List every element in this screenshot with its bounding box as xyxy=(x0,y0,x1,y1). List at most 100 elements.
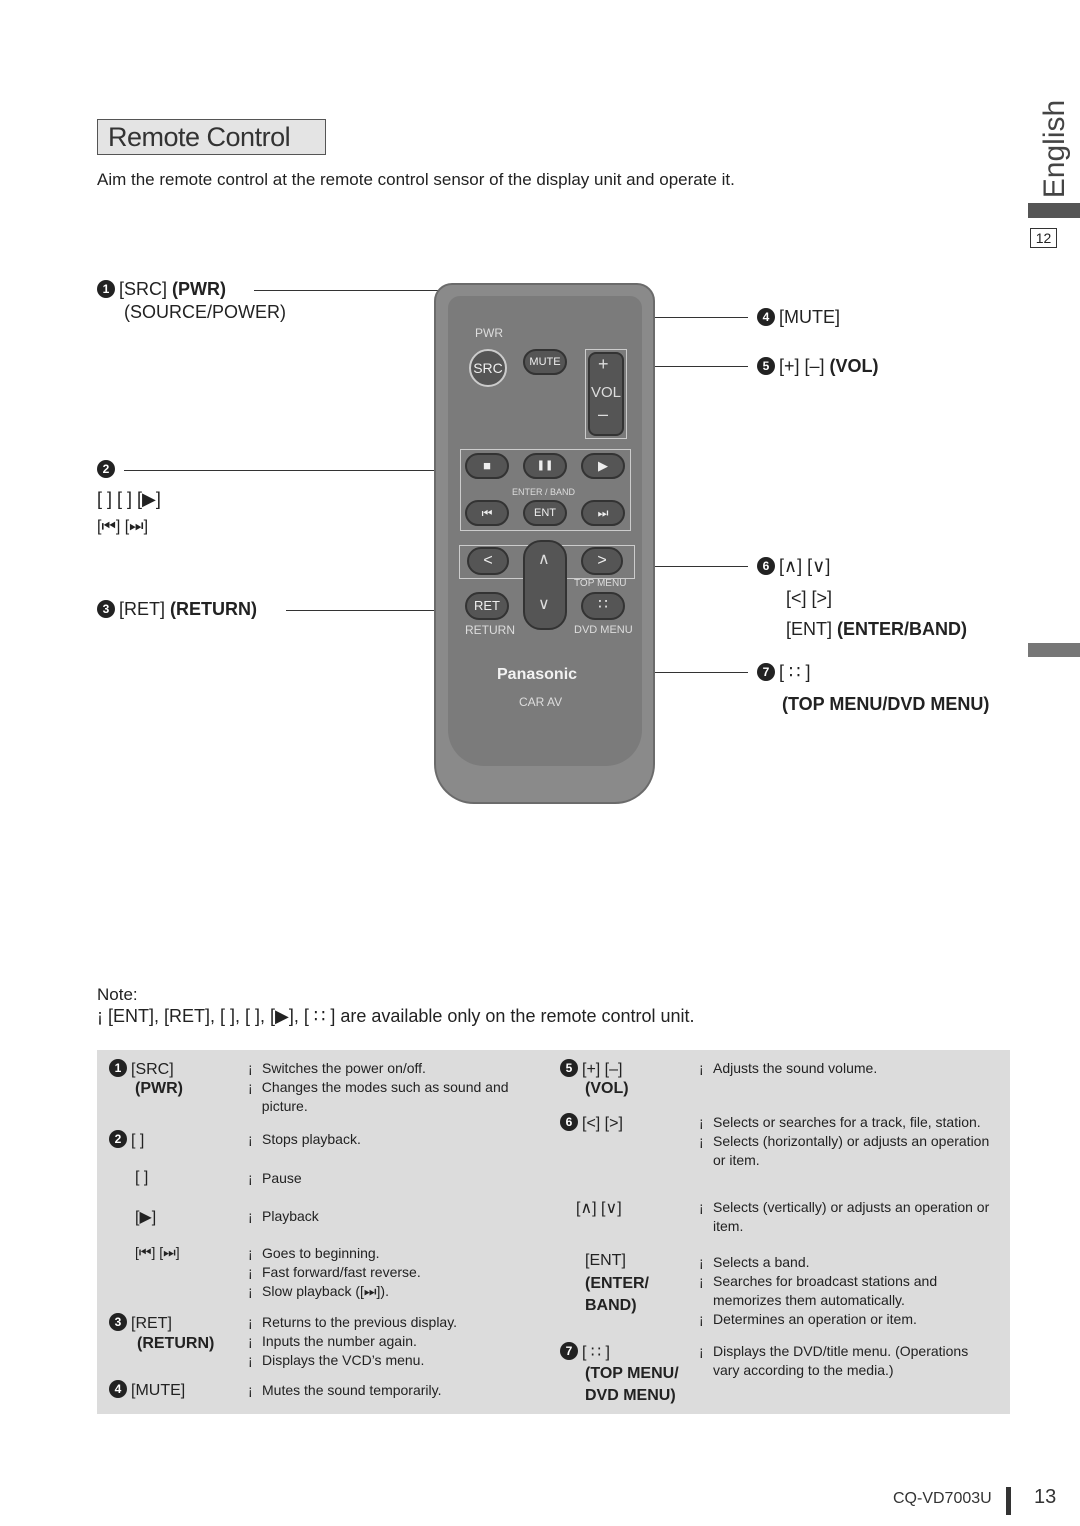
row-10-key: [∧] [∨] xyxy=(576,1200,622,1217)
bullet: ¡ xyxy=(699,1311,704,1327)
bullet: ¡ xyxy=(248,1060,253,1076)
row-9-desc: ¡ Selects or searches for a track, file, … xyxy=(699,1113,999,1170)
play-button[interactable]: ▶ xyxy=(581,453,625,479)
callout-6-key: [ENT] xyxy=(786,619,833,639)
side-marker-bar xyxy=(1028,643,1080,657)
callout-7-line xyxy=(605,672,748,673)
row-5-desc-2: Fast forward/fast reverse. xyxy=(262,1264,421,1280)
row-1-bold: (PWR) xyxy=(135,1080,183,1097)
row-5-desc: ¡Goes to beginning. ¡Fast forward/fast r… xyxy=(248,1244,518,1301)
right-button[interactable]: > xyxy=(581,547,623,575)
bullet: ¡ xyxy=(248,1283,253,1299)
row-11-key: [ENT] xyxy=(585,1252,626,1269)
callout-3: 3[RET] (RETURN) xyxy=(97,599,257,620)
row-12-key: 7[ ∷ ] xyxy=(560,1342,610,1362)
note-label: Note: xyxy=(97,985,138,1004)
row-12-desc-1: Displays the DVD/title menu. (Operations… xyxy=(713,1343,969,1378)
callout-6-line1: [∧] [∨] xyxy=(779,556,831,576)
bullet: ¡ xyxy=(699,1273,704,1289)
row-7-desc-1: Mutes the sound temporarily. xyxy=(262,1382,442,1398)
pause-button[interactable]: ❚❚ xyxy=(523,453,567,479)
callout-5: 5[+] [–] (VOL) xyxy=(757,356,879,377)
note-text: ¡ [ENT], [RET], [ ], [ ], [▶], [ ∷ ] are… xyxy=(97,1006,695,1026)
row-12-key-text: [ ∷ ] xyxy=(582,1344,610,1361)
row-7-number: 4 xyxy=(109,1380,127,1398)
callout-2-number: 2 xyxy=(97,460,115,478)
section-title-box: Remote Control xyxy=(97,119,326,155)
callout-2-line xyxy=(124,470,460,471)
callout-1: 1[SRC] (PWR) xyxy=(97,279,226,300)
callout-2: 2 xyxy=(97,459,119,480)
row-5-key: [⏮] [⏭] xyxy=(135,1244,180,1260)
row-6-desc: ¡Returns to the previous display. ¡Input… xyxy=(248,1313,518,1370)
vol-rocker[interactable] xyxy=(588,352,624,436)
callout-7-number: 7 xyxy=(757,663,775,681)
callout-3-key: [RET] xyxy=(119,599,166,619)
bullet: ¡ xyxy=(248,1170,253,1186)
row-9-desc-1: Selects or searches for a track, file, s… xyxy=(713,1114,981,1130)
callout-5-key: [+] [–] xyxy=(779,356,825,376)
next-button[interactable]: ⏭ xyxy=(581,500,625,526)
row-7-key: 4[MUTE] xyxy=(109,1380,185,1400)
prev-button[interactable]: ⏮ xyxy=(465,500,509,526)
row-2-desc-1: Stops playback. xyxy=(262,1131,361,1147)
menu-button[interactable]: ∷ xyxy=(581,592,625,620)
callout-7: 7[ ∷ ] xyxy=(757,662,810,683)
vol-plus: + xyxy=(598,354,609,374)
callout-1-key: [SRC] xyxy=(119,279,168,299)
row-6-key-text: [RET] xyxy=(131,1315,172,1332)
row-11-desc-1: Selects a band. xyxy=(713,1254,810,1270)
row-8-number: 5 xyxy=(560,1059,578,1077)
bullet: ¡ xyxy=(699,1343,704,1359)
footer-bar xyxy=(1006,1487,1011,1515)
stop-button[interactable]: ■ xyxy=(465,453,509,479)
bullet: ¡ xyxy=(248,1208,253,1224)
bullet: ¡ xyxy=(699,1254,704,1270)
bullet: ¡ xyxy=(699,1114,704,1130)
row-3-desc-1: Pause xyxy=(262,1170,302,1186)
row-7-key-text: [MUTE] xyxy=(131,1382,186,1399)
callout-2-line2: [⏮] [⏭] xyxy=(97,518,149,535)
callout-3-bold: (RETURN) xyxy=(170,599,258,619)
row-9-desc-2: Selects (horizontally) or adjusts an ope… xyxy=(713,1133,990,1168)
row-11-desc-2: Searches for broadcast stations and memo… xyxy=(713,1273,938,1308)
row-11-desc-3: Determines an operation or item. xyxy=(713,1311,917,1327)
callout-6-number: 6 xyxy=(757,557,775,575)
row-4-key: [▶] xyxy=(135,1209,157,1226)
row-1-desc-2: Changes the modes such as sound and pict… xyxy=(261,1079,509,1114)
callout-4-number: 4 xyxy=(757,308,775,326)
row-2-desc: ¡Stops playback. xyxy=(248,1130,518,1149)
callout-6-line2: [<] [>] xyxy=(786,588,833,608)
callout-6-line3: [ENT] (ENTER/BAND) xyxy=(786,619,967,640)
row-8-key: 5[+] [–] xyxy=(560,1059,622,1079)
up-arrow: ∧ xyxy=(538,551,550,568)
callout-3-number: 3 xyxy=(97,600,115,618)
src-button[interactable]: SRC xyxy=(469,349,507,387)
callout-4-key: [MUTE] xyxy=(779,307,840,327)
row-10-desc-1: Selects (vertically) or adjusts an opera… xyxy=(713,1199,990,1234)
row-2-key-text: [ ] xyxy=(131,1132,145,1149)
vol-minus: – xyxy=(598,404,609,424)
callout-2-line1: [ ] [ ] [▶] xyxy=(97,489,161,509)
callout-3-line xyxy=(286,610,466,611)
ent-button[interactable]: ENT xyxy=(523,500,567,526)
language-label: English xyxy=(1038,99,1071,199)
up-down-rocker[interactable] xyxy=(523,540,567,630)
model-number: CQ-VD7003U xyxy=(893,1490,992,1507)
callout-5-bold: (VOL) xyxy=(829,356,879,376)
car-av-label: CAR AV xyxy=(519,695,563,709)
row-11-bold: (ENTER/ BAND) xyxy=(585,1275,649,1314)
row-4-desc-1: Playback xyxy=(262,1208,319,1224)
enter-band-label: ENTER / BAND xyxy=(512,487,576,497)
down-arrow: ∨ xyxy=(538,596,550,613)
mute-button[interactable]: MUTE xyxy=(523,349,567,375)
callout-7-key: [ ∷ ] xyxy=(779,662,811,682)
row-6-bold: (RETURN) xyxy=(137,1335,215,1352)
panasonic-logo: Panasonic xyxy=(497,666,578,683)
row-4-desc: ¡ Playback xyxy=(248,1207,518,1226)
left-button[interactable]: < xyxy=(467,547,509,575)
ret-button[interactable]: RET xyxy=(465,592,509,620)
language-bar xyxy=(1028,203,1080,218)
row-6-number: 3 xyxy=(109,1313,127,1331)
bullet: ¡ xyxy=(248,1264,253,1280)
